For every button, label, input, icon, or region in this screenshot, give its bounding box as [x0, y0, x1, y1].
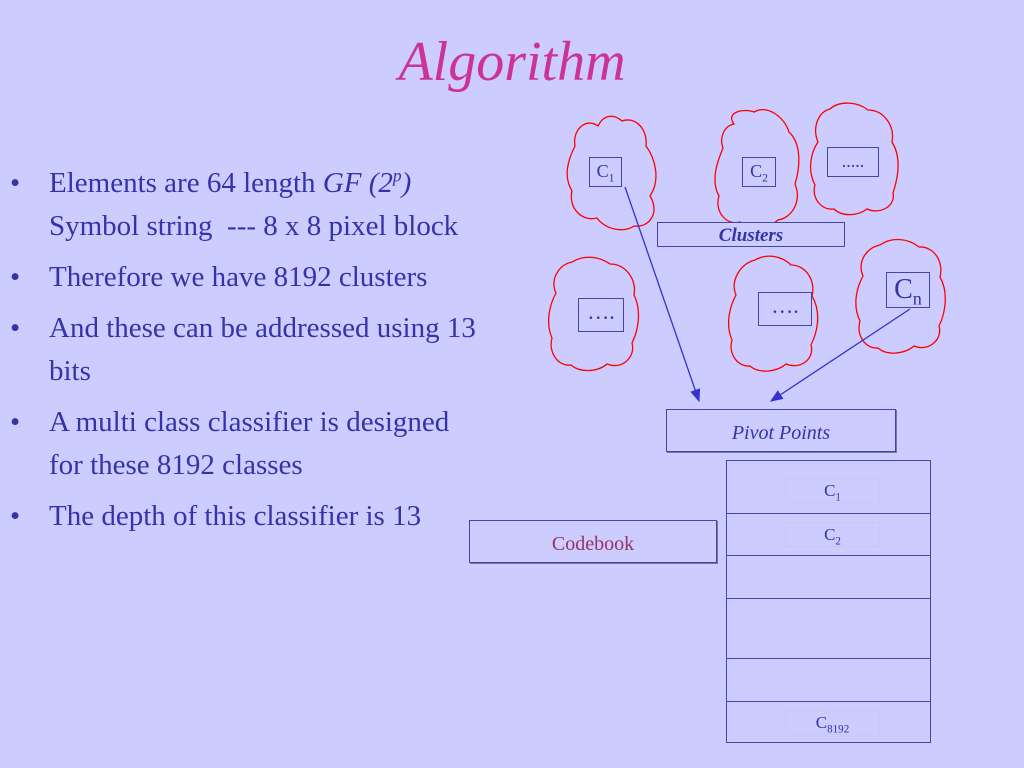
codebook-row: [727, 658, 930, 701]
cluster-blob-cn: [855, 238, 946, 354]
codebook-row: [727, 598, 930, 658]
bullet-text: Therefore we have 8192 clusters: [49, 261, 428, 293]
codebook-row-label: C2: [785, 522, 880, 547]
gf-paren-close: ): [401, 167, 412, 199]
bullet-dot: •: [10, 261, 21, 293]
bullet-list: • Elements are 64 length GF (2p) Symbol …: [10, 162, 485, 546]
codebook-table: C1 C2 C8192: [726, 460, 931, 743]
bullet-text: The depth of this classifier is 13: [49, 500, 422, 532]
codebook-label-box: Codebook: [469, 520, 717, 563]
bullet-text-rest: Symbol string --- 8 x 8 pixel block: [49, 167, 459, 242]
clusters-label: Clusters: [657, 222, 845, 247]
gf-exponent: p: [392, 165, 402, 186]
cluster-mid-1-label: ….: [578, 298, 624, 332]
bullet-item: • A multi class classifier is designed f…: [10, 401, 485, 487]
gf-paren-open: (2: [368, 167, 393, 199]
cluster-blob-mid-2: [727, 255, 819, 372]
cluster-c2-label: C2: [742, 157, 776, 187]
codebook-row-label: C1: [785, 478, 880, 503]
bullet-dot: •: [10, 312, 21, 344]
codebook-row: C1: [727, 461, 930, 513]
cluster-blob-c1: [566, 115, 657, 231]
cluster-c1-label: C1: [589, 157, 622, 187]
cluster-blob-top-dots: [809, 102, 899, 216]
bullet-item: • The depth of this classifier is 13: [10, 495, 485, 538]
bullet-text: A multi class classifier is designed for…: [49, 406, 450, 481]
bullet-item: • And these can be addressed using 13 bi…: [10, 307, 485, 393]
codebook-row-label: C8192: [785, 710, 880, 735]
pivot-points-box: Pivot Points: [666, 409, 896, 452]
bullet-text: And these can be addressed using 13 bits: [49, 312, 476, 387]
cluster-cn-label: Cn: [886, 272, 930, 308]
slide-title: Algorithm: [398, 31, 626, 93]
cluster-top-dots-label: .....: [827, 147, 879, 177]
bullet-dot: •: [10, 167, 21, 199]
bullet-item: • Therefore we have 8192 clusters: [10, 256, 485, 299]
cluster-blob-mid-1: [547, 256, 640, 372]
codebook-row: [727, 555, 930, 598]
arrow-cn-to-pivot: [769, 308, 911, 402]
bullet-text: Elements are 64 length: [49, 167, 323, 199]
codebook-row: C2: [727, 513, 930, 555]
codebook-row: C8192: [727, 701, 930, 742]
cluster-mid-2-label: ….: [758, 292, 812, 326]
cluster-blob-c2: [714, 109, 800, 229]
arrow-c1-to-pivot: [624, 186, 701, 403]
bullet-item: • Elements are 64 length GF (2p) Symbol …: [10, 162, 485, 248]
bullet-dot: •: [10, 406, 21, 438]
bullet-dot: •: [10, 500, 21, 532]
gf-term: GF: [322, 167, 362, 199]
